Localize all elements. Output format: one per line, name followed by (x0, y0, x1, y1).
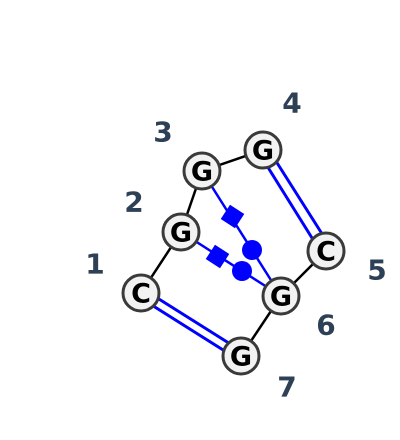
base-letter: G (170, 218, 192, 249)
position-label-2: 2 (124, 186, 143, 219)
position-label-4: 4 (282, 87, 301, 120)
nucleotide-6: G (261, 276, 301, 316)
pair-circle-marker (232, 261, 252, 281)
pair-square-marker (220, 204, 245, 229)
base-letter: G (270, 282, 292, 313)
pair-square-marker (205, 244, 230, 269)
base-letter: G (191, 157, 213, 188)
position-label-5: 5 (367, 254, 386, 287)
nucleotide-7: G (221, 336, 261, 376)
base-letter: C (131, 279, 151, 310)
nucleotide-4: G (243, 130, 283, 170)
backbone (139, 148, 327, 357)
nucleotide-3: G (182, 151, 222, 191)
base-letter: C (316, 237, 336, 268)
position-label-3: 3 (153, 116, 172, 149)
position-label-6: 6 (316, 309, 335, 342)
base-letter: G (252, 136, 274, 167)
position-label-7: 7 (277, 371, 296, 404)
base-pair-3-6 (200, 170, 283, 297)
noncanonical-pairs (180, 170, 283, 298)
base-letter: G (230, 342, 252, 373)
position-labels: 1 2 3 4 5 6 7 (85, 87, 386, 404)
nucleotide-2: G (161, 212, 201, 252)
canonical-pairs (138, 146, 333, 362)
pair-circle-marker (242, 240, 262, 260)
nucleotide-5: C (306, 231, 346, 271)
position-label-1: 1 (85, 248, 104, 281)
base-pair-2-6 (180, 230, 282, 298)
nucleotide-1: C (121, 273, 161, 313)
base-pair-4-5 (257, 146, 333, 255)
base-pair-1-7 (138, 287, 244, 362)
